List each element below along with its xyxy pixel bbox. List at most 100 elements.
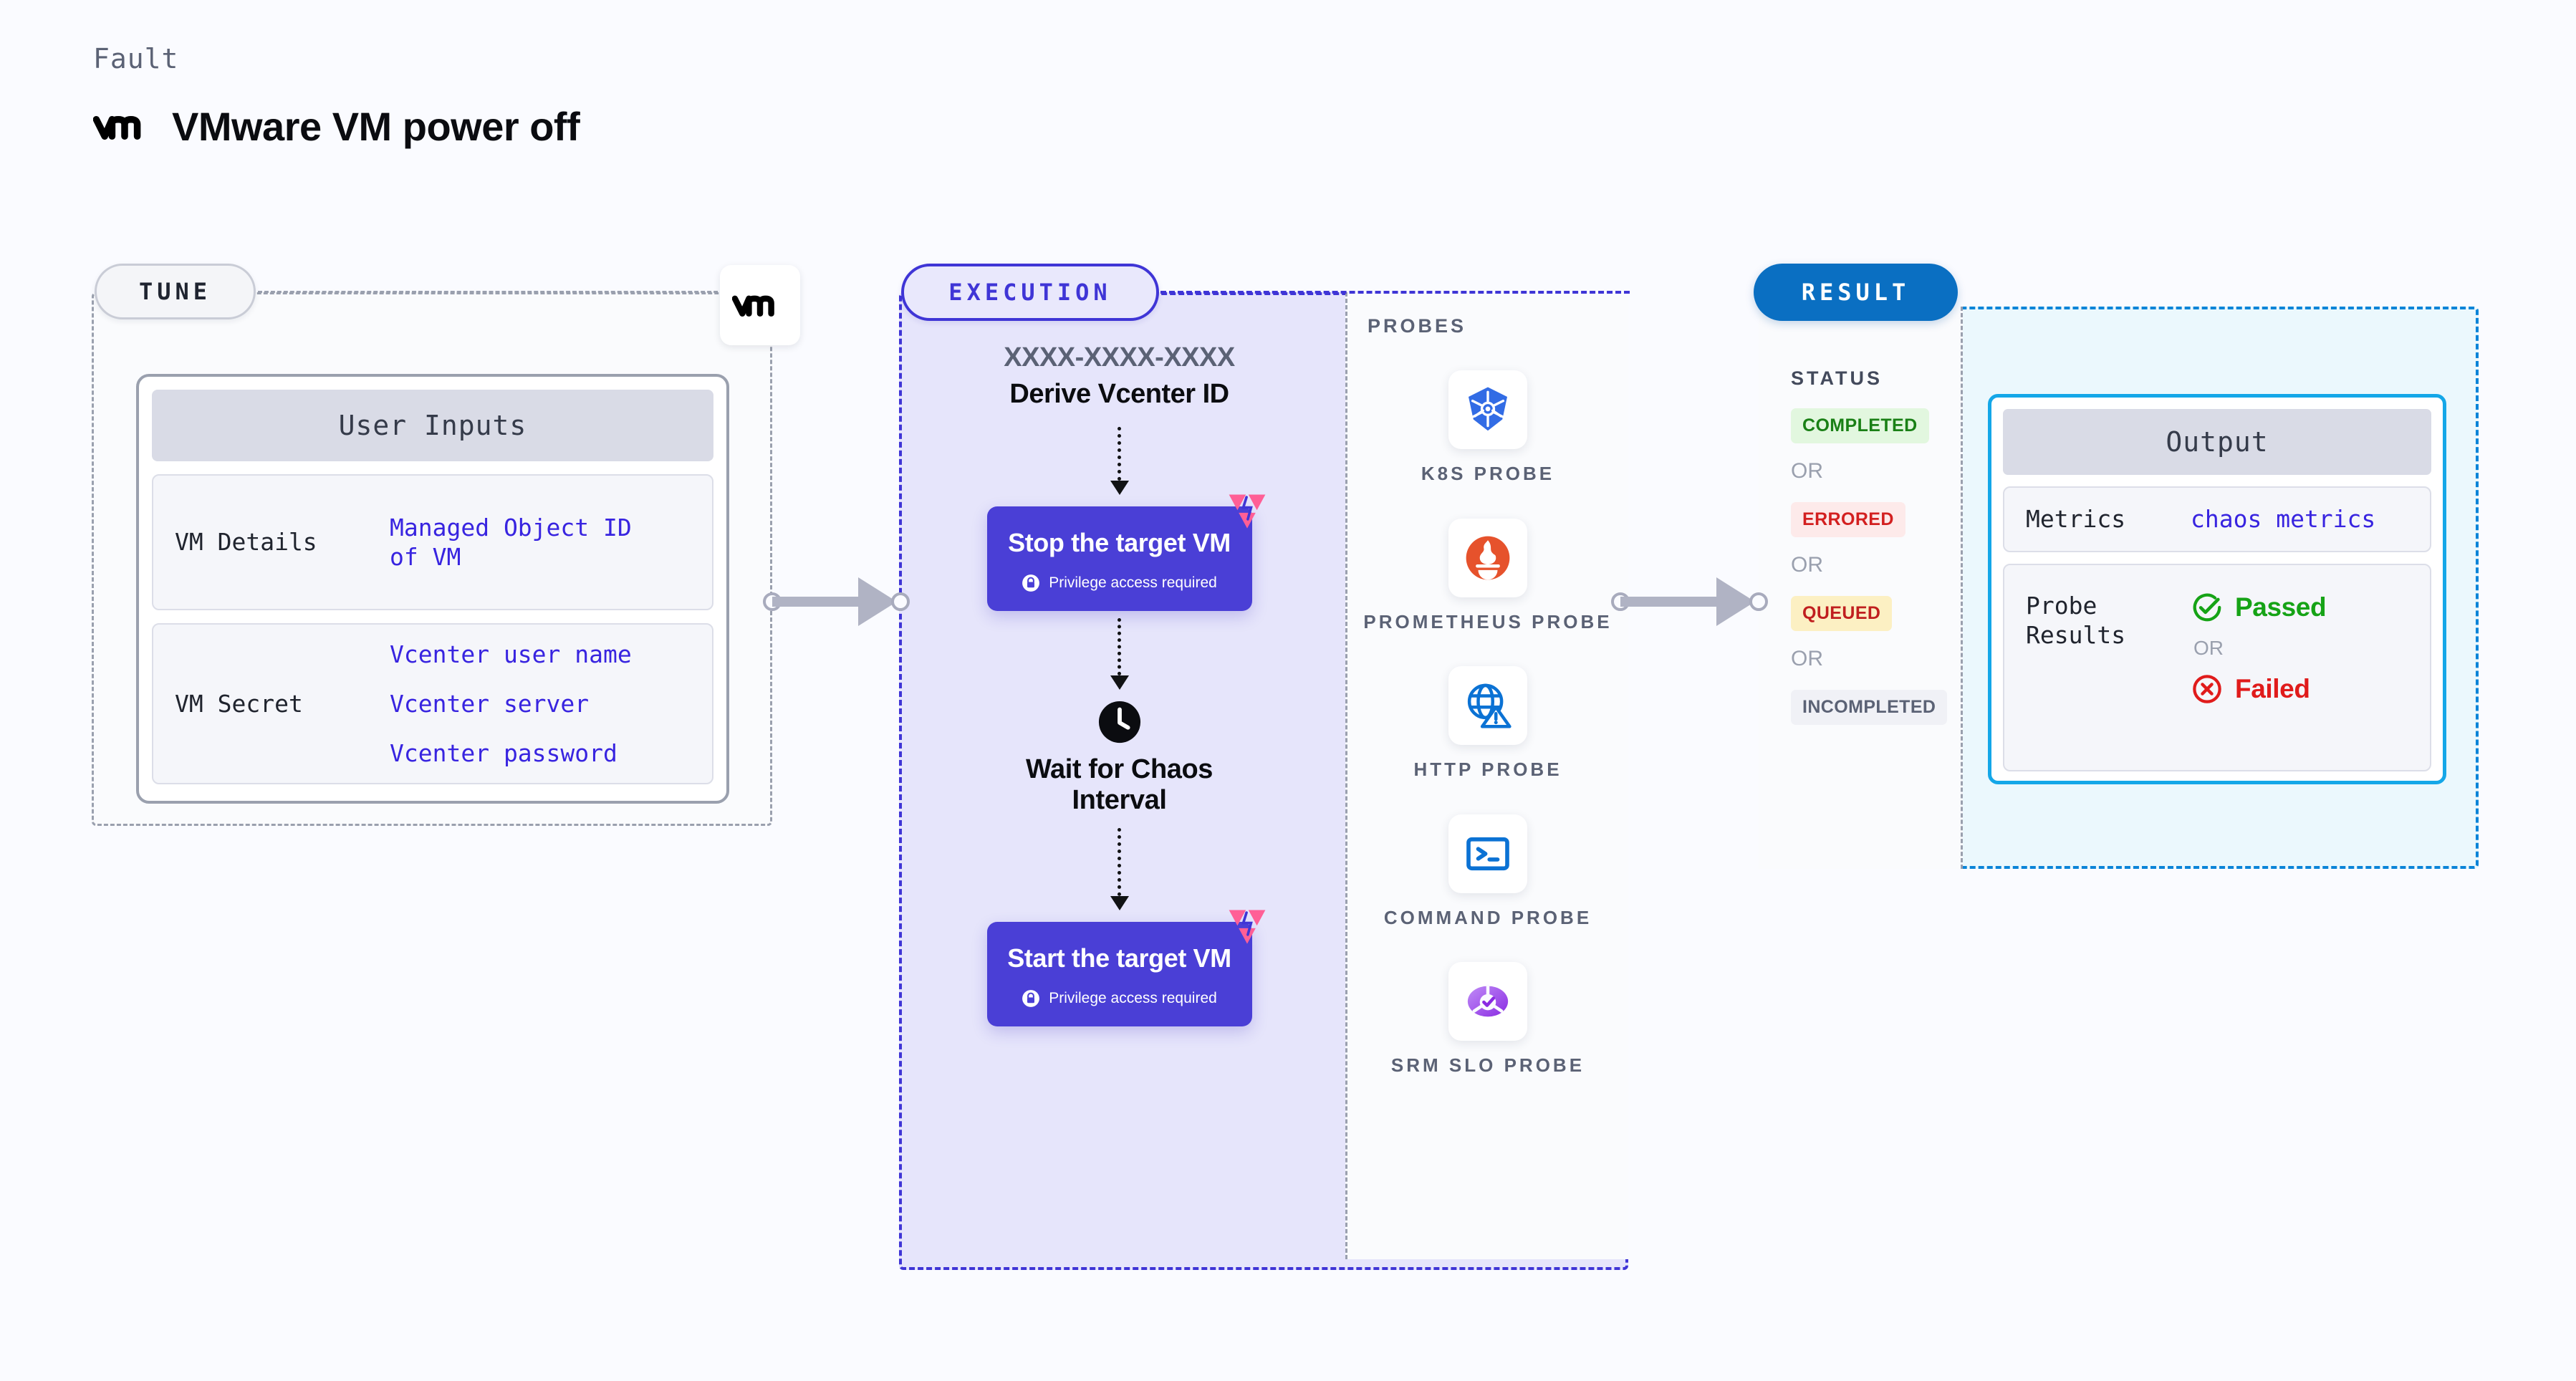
wait-label-line: Wait for Chaos: [1025, 754, 1213, 784]
status-badge-queued: QUEUED: [1791, 596, 1893, 631]
arrow-end-dot: [891, 592, 910, 611]
arrow-shaft: [772, 597, 864, 607]
output-card: Output Metrics chaos metrics Probe Resul…: [1988, 394, 2446, 784]
derive-vcenter-id-value: XXXX-XXXX-XXXX: [1004, 342, 1235, 372]
flow-arrow: [1110, 427, 1129, 495]
probe-result-failed-label: Failed: [2235, 674, 2310, 703]
probe-icon-box: [1448, 518, 1527, 597]
status-title: STATUS: [1791, 367, 1883, 389]
action-card-stop-vm[interactable]: Stop the target VM Privilege access requ…: [986, 494, 1265, 611]
result-chip[interactable]: RESULT: [1754, 264, 1958, 321]
globe-warning-icon: [1467, 683, 1512, 728]
action-card-sub-label: Privilege access required: [1049, 990, 1217, 1007]
probe-label: K8S PROBE: [1421, 463, 1555, 484]
input-value-line: Managed Object ID: [390, 513, 632, 542]
input-values: Managed Object ID of VM: [390, 513, 632, 572]
probe-icon-box: [1448, 962, 1527, 1041]
input-value: Managed Object ID of VM: [390, 513, 632, 572]
input-values: Vcenter user name Vcenter server Vcenter…: [390, 640, 632, 769]
execution-chip[interactable]: EXECUTION: [901, 264, 1159, 321]
status-badge-incompleted: INCOMPLETED: [1791, 690, 1948, 725]
probes-column: PROBES K8S PROBE: [1345, 292, 1628, 1259]
input-row-vm-secret: VM Secret Vcenter user name Vcenter serv…: [152, 623, 713, 784]
probe-result-failed: Failed: [2191, 673, 2326, 706]
lock-icon: [1022, 990, 1040, 1008]
flow-arrow-line: [1118, 828, 1121, 897]
probe-item-k8s[interactable]: K8S PROBE: [1421, 370, 1554, 486]
arrow-head: [1716, 577, 1755, 626]
srm-slo-icon: [1467, 984, 1509, 1017]
tune-vmware-badge: [720, 265, 800, 345]
title-row: VMware VM power off: [93, 103, 580, 150]
flow-arrow-tip: [1110, 896, 1129, 911]
kubernetes-icon: [1468, 387, 1507, 431]
probe-label: PROMETHEUS PROBE: [1363, 610, 1613, 632]
status-column: STATUS COMPLETED OR ERRORED OR QUEUED OR…: [1759, 307, 1963, 869]
arrow-end-dot: [1749, 592, 1768, 611]
x-circle-icon: [2193, 675, 2221, 703]
probe-result-passed-label: Passed: [2235, 592, 2327, 622]
output-value-metrics: chaos metrics: [2191, 505, 2376, 534]
flow-arrow-tip: [1110, 481, 1129, 495]
status-or-label: OR: [1791, 459, 1823, 483]
flow-arrow-line: [1118, 427, 1121, 481]
probe-label: COMMAND PROBE: [1383, 906, 1592, 928]
status-badge-completed: COMPLETED: [1791, 408, 1929, 443]
fault-kicker: Fault: [93, 43, 179, 74]
execution-flow: XXXX-XXXX-XXXX Derive Vcenter ID Stop th…: [899, 292, 1340, 1270]
arrow-shaft: [1620, 597, 1722, 607]
flow-arrow-tip: [1110, 675, 1129, 690]
probe-item-http[interactable]: HTTP PROBE: [1413, 666, 1562, 781]
tune-chip[interactable]: TUNE: [95, 264, 256, 319]
output-row-probe-results: Probe Results Passed OR Failed: [2003, 564, 2431, 771]
probe-label: HTTP PROBE: [1413, 759, 1562, 780]
input-row-vm-details: VM Details Managed Object ID of VM: [152, 474, 713, 610]
output-key-line: Results: [2026, 621, 2126, 650]
probes-title: PROBES: [1368, 315, 1467, 337]
flow-arrow: [1110, 618, 1129, 690]
output-title: Output: [2003, 409, 2431, 475]
action-card-start-vm[interactable]: Start the target VM Privilege access req…: [986, 910, 1265, 1027]
output-key: Metrics: [2026, 505, 2126, 534]
status-or-label: OR: [1791, 553, 1823, 577]
probe-label: SRM SLO PROBE: [1390, 1054, 1585, 1076]
litmus-chaos-icon: [1229, 494, 1265, 529]
clock-icon: [1098, 701, 1140, 744]
output-key-line: Probe: [2026, 592, 2097, 620]
status-or-label: OR: [1791, 647, 1823, 670]
check-circle-icon: [2193, 593, 2221, 622]
action-card-sub-label: Privilege access required: [1049, 574, 1217, 591]
status-badge-errored: ERRORED: [1791, 502, 1905, 537]
flow-arrow-line: [1118, 618, 1121, 675]
vmware-vm-logo-icon: [732, 295, 774, 317]
probe-item-srm-slo[interactable]: SRM SLO PROBE: [1391, 962, 1585, 1077]
terminal-icon: [1466, 837, 1509, 870]
probe-result-passed: Passed: [2191, 591, 2327, 624]
probe-icon-box: [1448, 370, 1527, 449]
action-card-subtext: Privilege access required: [1022, 989, 1217, 1008]
probe-result-or-label: OR: [2193, 637, 2224, 659]
action-card-subtext: Privilege access required: [1022, 574, 1217, 592]
vmware-vm-logo-icon: [93, 115, 141, 140]
probe-icon-box: [1448, 814, 1527, 893]
lock-icon: [1022, 574, 1040, 592]
page-title: VMware VM power off: [172, 104, 580, 149]
wait-label-line: Interval: [1072, 784, 1167, 815]
wait-step-label: Wait for Chaos Interval: [1026, 754, 1213, 815]
user-inputs-card: User Inputs VM Details Managed Object ID…: [136, 374, 729, 804]
derive-vcenter-id-label: Derive Vcenter ID: [1009, 379, 1229, 409]
input-value-line: of VM: [390, 543, 461, 571]
probe-item-command[interactable]: COMMAND PROBE: [1384, 814, 1592, 930]
action-card-title: Stop the target VM: [1008, 528, 1231, 557]
action-card-title: Start the target VM: [1007, 943, 1231, 973]
input-key: VM Secret: [175, 689, 303, 718]
output-row-metrics: Metrics chaos metrics: [2003, 486, 2431, 552]
tune-connector-line: [258, 291, 731, 293]
output-key: Probe Results: [2026, 591, 2191, 650]
page-header: Fault VMware VM power off: [93, 43, 580, 150]
probe-item-prometheus[interactable]: PROMETHEUS PROBE: [1363, 518, 1613, 634]
input-key: VM Details: [175, 528, 317, 557]
input-value: Vcenter server: [390, 689, 590, 718]
input-value: Vcenter password: [390, 739, 617, 768]
litmus-chaos-icon: [1229, 910, 1265, 944]
